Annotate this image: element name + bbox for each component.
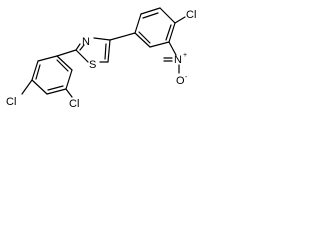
ring-bond xyxy=(140,7,161,15)
ring-double-bond xyxy=(138,31,151,44)
nitro-oxygen-label: O xyxy=(176,75,185,87)
chloronitrophenyl-ring xyxy=(134,7,176,48)
ring-double-bond xyxy=(47,85,64,91)
thiazole-aryl-bond xyxy=(56,49,77,57)
ring-bond xyxy=(46,88,67,95)
ring-double-bond xyxy=(56,59,69,72)
ring-bond xyxy=(65,69,73,90)
nitro-nitrogen-label: N xyxy=(174,54,182,66)
ring-double-bond xyxy=(104,43,107,60)
dichlorophenyl-ring xyxy=(31,55,73,95)
c-cl-bond xyxy=(21,79,33,95)
c-cl-bond xyxy=(65,88,73,98)
ring-double-bond xyxy=(142,12,159,19)
aryl-thiazole-bond xyxy=(109,32,136,41)
nitro-minus-charge: - xyxy=(185,74,188,81)
ring-bond xyxy=(75,49,89,63)
ring-double-bond xyxy=(35,64,41,80)
nitro-plus-charge: + xyxy=(183,52,187,59)
ring-bond xyxy=(93,37,111,41)
chlorine-atom-label: Cl xyxy=(69,98,79,110)
thiazole-ring xyxy=(75,37,111,63)
chemical-structure-diagram: Cl N + O - N S Cl Cl xyxy=(6,7,196,110)
thiazole-sulfur-label: S xyxy=(89,59,96,71)
ring-bond xyxy=(31,60,39,81)
ring-bond xyxy=(159,7,176,24)
c-cl-bond xyxy=(174,16,186,24)
ring-bond xyxy=(134,13,142,34)
thiazole-nitrogen-label: N xyxy=(82,36,90,48)
ring-double-bond xyxy=(79,44,85,51)
ring-bond xyxy=(31,79,48,95)
chlorine-atom-label: Cl xyxy=(6,96,16,108)
c-n-bond xyxy=(168,41,177,56)
chlorine-atom-label: Cl xyxy=(186,9,196,21)
ring-double-bond xyxy=(165,24,172,41)
ring-bond xyxy=(37,55,58,62)
ring-bond xyxy=(134,32,151,48)
ring-bond xyxy=(75,43,81,51)
ring-bond xyxy=(168,22,176,43)
ring-bond xyxy=(56,55,73,71)
ring-bond xyxy=(149,41,170,48)
ring-bond xyxy=(107,39,111,63)
